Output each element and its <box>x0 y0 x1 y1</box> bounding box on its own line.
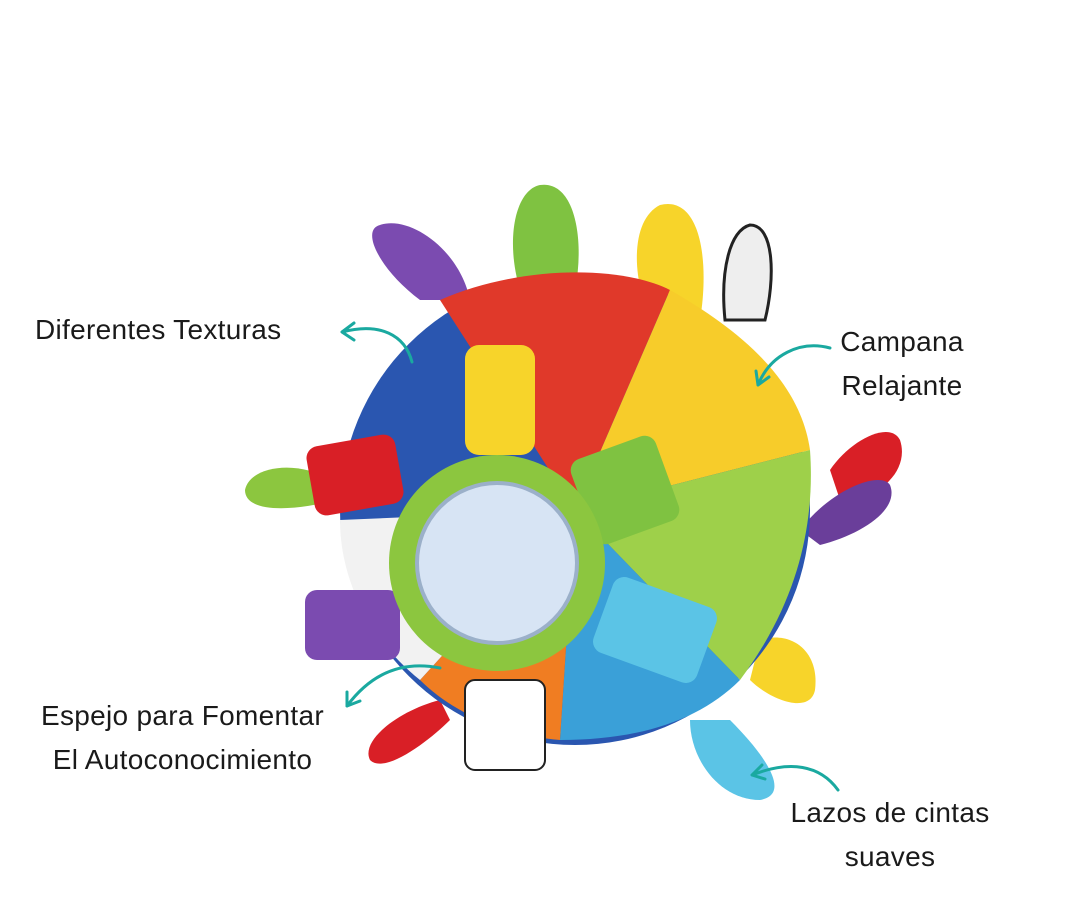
label-bell-line2: Relajante <box>841 370 963 401</box>
label-bell-line1: Campana <box>840 326 964 357</box>
label-bell: Campana Relajante <box>822 320 982 408</box>
arrow-ribbons-icon <box>750 763 840 792</box>
label-textures: Diferentes Texturas <box>35 314 282 345</box>
label-ribbons: Lazos de cintas suaves <box>770 791 1010 879</box>
label-ribbons-line1: Lazos de cintas <box>790 797 990 828</box>
mirror <box>389 455 605 671</box>
label-ribbons-line2: suaves <box>844 841 936 872</box>
label-mirror-line2: El Autoconocimiento <box>52 744 313 775</box>
label-mirror-line1: Espejo para Fomentar <box>40 700 325 731</box>
label-mirror: Espejo para Fomentar El Autoconocimiento <box>15 694 350 782</box>
arrow-bell-icon <box>754 344 832 387</box>
arrow-mirror-icon <box>345 664 442 708</box>
front-ribbons <box>305 345 717 771</box>
annotation-arrows <box>340 321 840 792</box>
arrow-textures-icon <box>340 321 414 364</box>
